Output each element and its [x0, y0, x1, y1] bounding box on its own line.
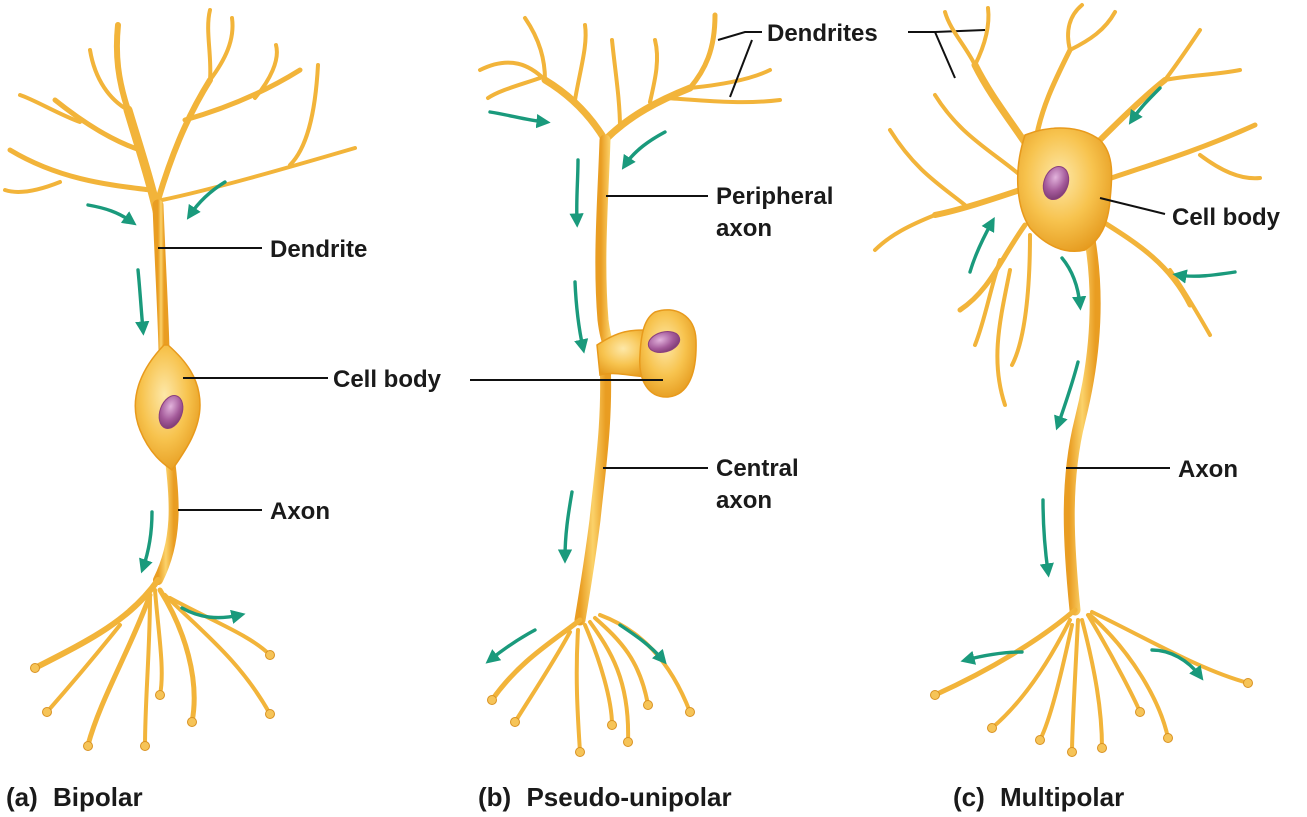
flow-arrow [968, 217, 995, 274]
pseudo-unipolar-flow-arrows [485, 110, 667, 665]
flow-arrow [1039, 498, 1054, 578]
flow-arrow [1128, 86, 1162, 125]
label-dendrite: Dendrite [270, 236, 367, 263]
caption-b-name: Pseudo-unipolar [526, 782, 731, 812]
label-peripheral-axon: axon [716, 215, 772, 242]
bipolar-axon-terminals [30, 577, 275, 751]
label-dendrites: Dendrites [767, 20, 878, 47]
label-central: Central [716, 455, 799, 482]
leader-line [729, 39, 753, 98]
label-cell-body: Cell body [333, 366, 442, 393]
peripheral-axon-shaft [595, 134, 626, 368]
pseudo-unipolar-nucleus [647, 330, 681, 354]
flow-arrow [557, 490, 574, 564]
caption-a-letter: (a) [6, 782, 38, 812]
bipolar-flow-arrows [86, 180, 246, 624]
multipolar-axon-shaft [1063, 234, 1101, 616]
flow-arrow [485, 628, 537, 664]
flow-arrow [569, 158, 584, 228]
label-axon-c: Axon [1178, 456, 1238, 483]
label-peripheral: Peripheral [716, 183, 833, 210]
bipolar-dendrite-shaft [152, 199, 170, 356]
flow-arrow [135, 268, 150, 336]
bipolar-neuron: Dendrite Cell body Axon [3, 8, 442, 751]
label-cell-body-c: Cell body [1172, 204, 1281, 231]
caption-c-letter: (c) [953, 782, 985, 812]
pseudo-unipolar-cell-body [639, 309, 697, 398]
leader-line [934, 29, 986, 33]
bipolar-dendrites [3, 8, 357, 220]
leader-line [717, 31, 762, 41]
multipolar-neuron: Cell body Axon [873, 3, 1281, 757]
flow-arrow [573, 280, 589, 354]
flow-arrow [488, 110, 551, 129]
leader-line [908, 31, 956, 79]
multipolar-nucleus [1042, 166, 1070, 200]
caption-c-name: Multipolar [1000, 782, 1124, 812]
flow-arrow [621, 130, 667, 170]
caption-b-letter: (b) [478, 782, 511, 812]
flow-arrow [1060, 256, 1087, 311]
flow-arrow [618, 623, 667, 665]
flow-arrow [1054, 360, 1080, 431]
flow-arrow [186, 180, 227, 220]
caption-a-name: Bipolar [53, 782, 143, 812]
label-axon: Axon [270, 498, 330, 525]
flow-arrow [139, 510, 154, 574]
flow-arrow [960, 650, 1024, 665]
panel-captions: (a) Bipolar (b) Pseudo-unipolar (c) Mult… [6, 782, 1124, 812]
flow-arrow [1150, 648, 1204, 681]
flow-arrow [1172, 269, 1237, 284]
flow-arrow [86, 203, 137, 226]
bipolar-axon-shaft [153, 455, 179, 585]
pseudo-unipolar-neuron: Dendrites Peripheral axon Cell body Cent… [470, 12, 986, 757]
caption-b: (b) Pseudo-unipolar [478, 782, 732, 812]
bipolar-nucleus [158, 395, 184, 429]
multipolar-flow-arrows [960, 86, 1237, 681]
label-central-axon: axon [716, 487, 772, 514]
caption-a: (a) Bipolar [6, 782, 143, 812]
flow-arrow [180, 606, 246, 624]
multipolar-axon-terminals [930, 607, 1253, 757]
leader-line [1099, 197, 1166, 215]
central-axon-shaft [574, 354, 612, 626]
caption-c: (c) Multipolar [953, 782, 1124, 812]
pseudo-unipolar-axon-terminals [487, 613, 695, 757]
pseudo-unipolar-dendrites [478, 12, 782, 144]
